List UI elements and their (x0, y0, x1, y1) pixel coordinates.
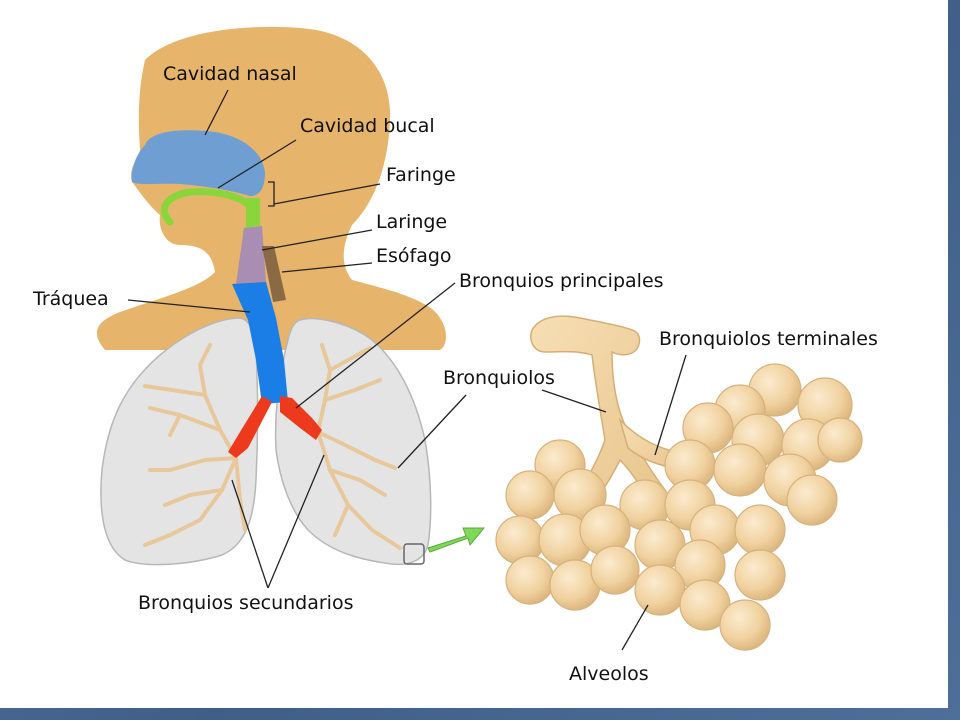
label-bronquiolos-terminales: Bronquiolos terminales (659, 328, 878, 350)
zoom-arrow (427, 527, 486, 553)
label-bronquiolos: Bronquiolos (443, 367, 555, 389)
larynx (236, 226, 266, 284)
left-main-bronchus (228, 396, 272, 458)
pharynx-segment (246, 198, 260, 226)
label-laringe: Laringe (376, 211, 447, 233)
label-cavidad-bucal: Cavidad bucal (300, 115, 435, 137)
trachea (232, 282, 288, 404)
head-silhouette (96, 26, 446, 350)
esophagus (262, 246, 286, 302)
label-bronquios-secundarios: Bronquios secundarios (138, 592, 353, 614)
left-lung (100, 317, 259, 566)
label-bronquios-principales: Bronquios principales (459, 270, 664, 292)
detail-box (403, 543, 425, 565)
label-alveolos: Alveolos (569, 663, 649, 685)
label-traquea: Tráquea (32, 288, 109, 310)
left-bronchial-tree (143, 343, 247, 547)
alveoli-cluster (495, 363, 863, 651)
right-main-bronchus (280, 396, 322, 440)
leader-lines (127, 89, 687, 651)
label-faringe: Faringe (386, 164, 456, 186)
label-cavidad-nasal: Cavidad nasal (163, 63, 297, 85)
right-bronchial-tree (316, 343, 402, 550)
label-esofago: Esófago (376, 245, 452, 267)
